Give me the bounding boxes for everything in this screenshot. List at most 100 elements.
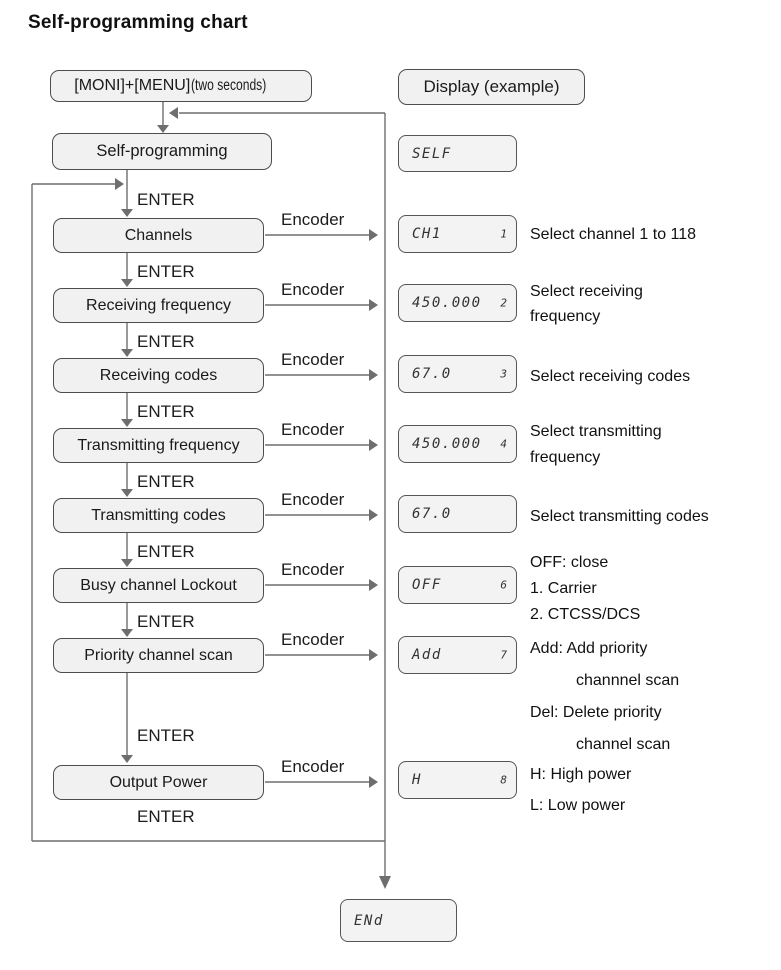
desc-line: Select receiving codes [530, 368, 691, 385]
flow-box-label: Transmitting codes [91, 506, 226, 524]
encoder-label: Encoder [281, 420, 345, 439]
display-channels: CH1 1 [398, 215, 517, 253]
lcd-text: CH1 [412, 226, 442, 242]
lcd-step-number: 7 [500, 648, 507, 662]
display-self: SELF [398, 135, 517, 172]
desc-receiving-frequency: Select receiving frequency [530, 279, 643, 329]
enter-label: ENTER [137, 726, 195, 745]
arrow-right-icon [369, 509, 378, 521]
enter-label: ENTER [137, 190, 195, 209]
encoder-label: Encoder [281, 757, 345, 776]
lcd-text: Add [412, 647, 442, 663]
flow-box-priority-channel-scan: Priority channel scan [53, 638, 264, 673]
encoder-label: Encoder [281, 630, 345, 649]
flow-box-receiving-codes: Receiving codes [53, 358, 264, 393]
desc-line: Select channel 1 to 118 [530, 226, 697, 243]
lcd-step-number: 4 [500, 437, 507, 451]
desc-line: H: High power [530, 766, 632, 783]
flow-box-label: Output Power [109, 773, 208, 791]
arrow-down-icon [121, 209, 133, 217]
enter-label: ENTER [137, 472, 195, 491]
flow-box-label: Receiving codes [99, 366, 218, 384]
encoder-label: Encoder [281, 490, 345, 509]
desc-line: channnel scan [576, 672, 680, 689]
arrowhead-icons [115, 107, 391, 889]
display-busy-channel-lockout: OFF 6 [398, 566, 517, 604]
display-example-label: Display (example) [423, 77, 560, 96]
lcd-step-number: 1 [500, 227, 507, 241]
display-output-power: H 8 [398, 761, 517, 799]
desc-busy-channel-lockout: OFF: close 1. Carrier 2. CTCSS/DCS [530, 550, 640, 628]
lcd-text: 450.000 [412, 295, 482, 311]
flow-box-label: Receiving frequency [86, 296, 231, 314]
flow-lines [31, 102, 386, 876]
arrow-left-icon [169, 107, 178, 119]
start-box-suffix: (two seconds) [191, 77, 267, 94]
arrow-down-icon [121, 489, 133, 497]
flow-box-label: Priority channel scan [84, 646, 233, 664]
enter-label: ENTER [137, 332, 195, 351]
arrow-right-icon [369, 649, 378, 661]
desc-transmitting-frequency: Select transmitting frequency [530, 419, 662, 471]
flow-box-label: Transmitting frequency [77, 436, 240, 454]
desc-line: frequency [530, 308, 601, 325]
display-receiving-codes: 67.0 3 [398, 355, 517, 393]
display-priority-channel-scan: Add 7 [398, 636, 517, 674]
arrow-right-icon [115, 178, 124, 190]
desc-line: frequency [530, 449, 601, 466]
desc-receiving-codes: Select receiving codes [530, 364, 690, 389]
flow-box-transmitting-codes: Transmitting codes [53, 498, 264, 533]
lcd-text: 450.000 [412, 436, 482, 452]
lcd-text: H [412, 772, 422, 788]
arrow-down-icon [121, 349, 133, 357]
desc-line: 1. Carrier [530, 580, 597, 597]
enter-label: ENTER [137, 807, 195, 826]
display-receiving-frequency: 450.000 2 [398, 284, 517, 322]
arrow-down-icon [121, 419, 133, 427]
display-end: ENd [340, 899, 457, 942]
desc-line: Add: Add priority [530, 640, 648, 657]
desc-line: Del: Delete priority [530, 704, 662, 721]
arrow-right-icon [369, 776, 378, 788]
flow-box-receiving-frequency: Receiving frequency [53, 288, 264, 323]
lcd-text: 67.0 [412, 506, 452, 522]
desc-transmitting-codes: Select transmitting codes [530, 504, 709, 529]
desc-line: Select receiving [530, 283, 643, 300]
desc-line: Select transmitting [530, 423, 662, 440]
desc-line: 2. CTCSS/DCS [530, 606, 641, 623]
arrow-down-icon [379, 876, 391, 889]
arrow-down-icon [157, 125, 169, 133]
enter-label: ENTER [137, 262, 195, 281]
lcd-step-number: 3 [500, 367, 507, 381]
flow-box-label: Channels [124, 226, 193, 244]
lcd-text: SELF [412, 145, 452, 162]
arrow-right-icon [369, 579, 378, 591]
enter-label: ENTER [137, 402, 195, 421]
encoder-label: Encoder [281, 280, 345, 299]
flow-box-channels: Channels [53, 218, 264, 253]
lcd-step-number: 8 [500, 773, 507, 787]
desc-line: channel scan [576, 736, 671, 753]
display-example-header-box: Display (example) [398, 69, 585, 105]
desc-line: OFF: close [530, 554, 609, 571]
arrow-down-icon [121, 279, 133, 287]
enter-label: ENTER [137, 542, 195, 561]
lcd-text: ENd [354, 912, 384, 929]
enter-label: ENTER [137, 612, 195, 631]
flow-box-busy-channel-lockout: Busy channel Lockout [53, 568, 264, 603]
arrow-right-icon [369, 369, 378, 381]
arrow-right-icon [369, 299, 378, 311]
arrow-down-icon [121, 629, 133, 637]
self-programming-label: Self-programming [96, 142, 228, 160]
arrow-right-icon [369, 229, 378, 241]
encoder-label: Encoder [281, 560, 345, 579]
display-transmitting-frequency: 450.000 4 [398, 425, 517, 463]
start-box: [MONI]+[MENU](two seconds) [50, 70, 312, 102]
lcd-text: OFF [412, 577, 442, 593]
encoder-label: Encoder [281, 210, 345, 229]
desc-line: L: Low power [530, 797, 626, 814]
start-box-label: [MONI]+[MENU] [74, 77, 191, 94]
lcd-step-number: 6 [500, 578, 507, 592]
display-transmitting-codes: 67.0 [398, 495, 517, 533]
